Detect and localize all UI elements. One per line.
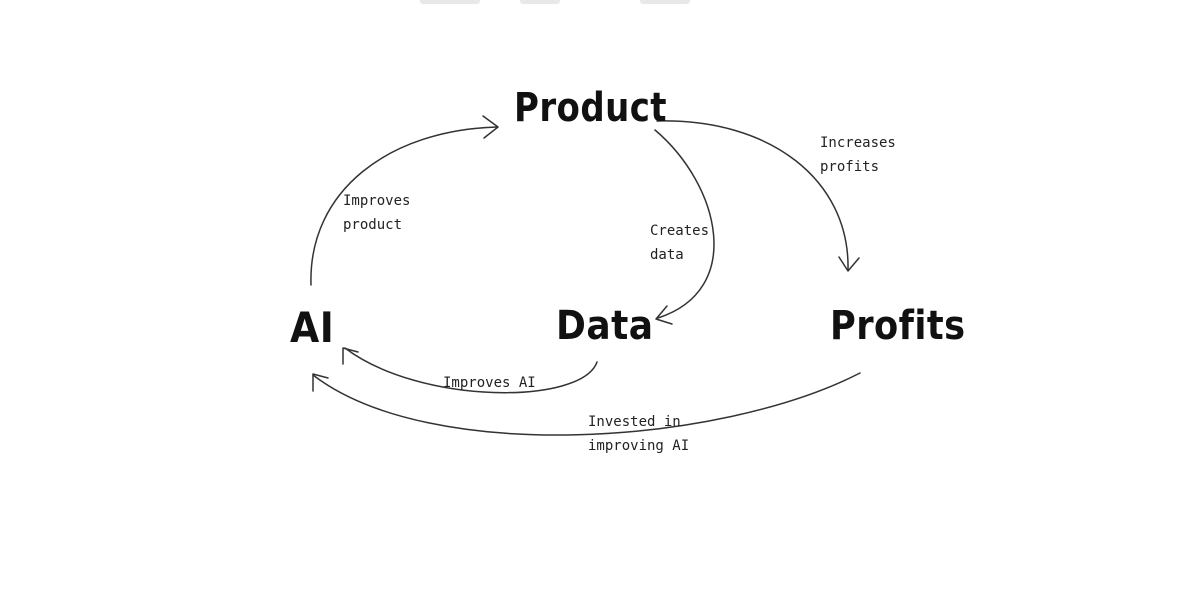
edge-label-line: Increases <box>820 135 896 151</box>
edge-label-line: product <box>343 217 403 233</box>
arrowhead-ai-to-product <box>482 115 499 139</box>
edge-label-product-to-data: Creates data <box>650 219 709 267</box>
edge-profits-to-ai <box>312 372 861 436</box>
edge-label-profits-to-ai: Invested in improving AI <box>588 410 689 458</box>
cropped-title-fragment <box>520 0 560 4</box>
cropped-title-fragment <box>420 0 480 4</box>
edge-label-product-to-profits: Increases profits <box>820 131 896 179</box>
edge-label-line: profits <box>820 159 880 175</box>
cropped-title-fragment <box>640 0 690 4</box>
edge-product-to-data <box>654 129 715 319</box>
arrowhead-data-to-ai <box>342 347 359 365</box>
node-data: Data <box>556 303 654 349</box>
edge-label-line: Invested in <box>588 414 681 430</box>
edge-data-to-ai <box>344 347 598 394</box>
node-product: Product <box>514 85 667 131</box>
edge-label-line: Improves <box>343 193 411 209</box>
node-ai: AI <box>290 303 335 352</box>
edge-label-line: Improves AI <box>443 375 536 391</box>
edge-label-data-to-ai: Improves AI <box>443 371 536 395</box>
node-profits: Profits <box>830 303 966 349</box>
edge-label-line: improving AI <box>588 438 690 454</box>
arrowhead-profits-to-ai <box>312 373 329 392</box>
arrowhead-product-to-profits <box>838 256 860 272</box>
arrowhead-product-to-data <box>655 305 673 325</box>
edge-label-ai-to-product: Improves product <box>343 189 410 237</box>
edge-product-to-profits <box>656 120 849 271</box>
edge-label-line: Creates <box>650 223 710 239</box>
edge-ai-to-product <box>310 126 498 286</box>
edge-label-line: data <box>650 247 684 263</box>
